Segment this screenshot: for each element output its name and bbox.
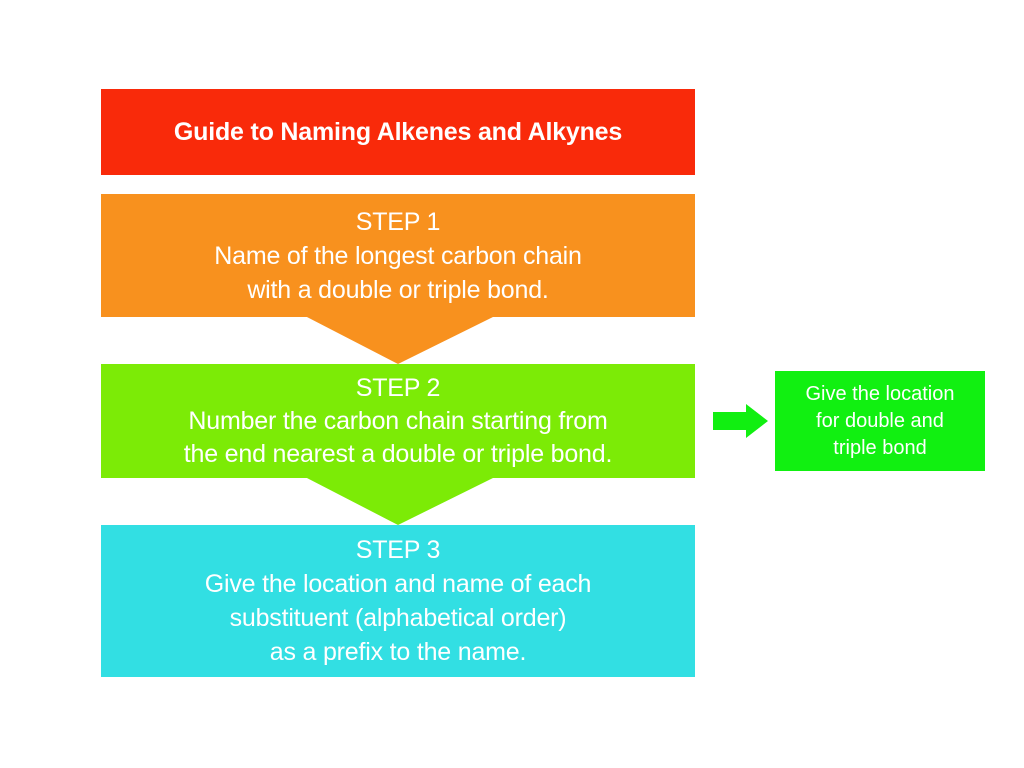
guide-title-box[interactable]: Guide to Naming Alkenes and Alkynes [101, 89, 695, 175]
step-2-box[interactable]: STEP 2 Number the carbon chain starting … [101, 364, 695, 478]
step-2-line-1: Number the carbon chain starting from [188, 406, 608, 435]
step-3-heading: STEP 3 [355, 536, 441, 564]
step-1-box[interactable]: STEP 1 Name of the longest carbon chain … [101, 194, 695, 317]
side-note-line-1: Give the location [805, 382, 955, 405]
step-2-line-2: the end nearest a double or triple bond. [183, 439, 613, 468]
step-3-line-3: as a prefix to the name. [269, 638, 527, 666]
step-2-tail-chevron [305, 477, 495, 525]
step-1-line-1: Name of the longest carbon chain [214, 241, 582, 270]
step-2-heading: STEP 2 [355, 373, 441, 402]
step-3-line-2: substituent (alphabetical order) [229, 604, 567, 632]
arrow-right-icon [713, 404, 768, 438]
step-1-tail-chevron [305, 316, 495, 364]
side-note-box[interactable]: Give the location for double and triple … [775, 371, 985, 471]
side-note-line-2: for double and [816, 409, 944, 432]
step-3-box[interactable]: STEP 3 Give the location and name of eac… [101, 525, 695, 677]
guide-title-text: Guide to Naming Alkenes and Alkynes [173, 118, 623, 146]
step-1-heading: STEP 1 [355, 207, 441, 236]
step-3-line-1: Give the location and name of each [204, 570, 592, 598]
step-1-line-2: with a double or triple bond. [247, 275, 549, 304]
side-note-line-3: triple bond [833, 436, 927, 459]
